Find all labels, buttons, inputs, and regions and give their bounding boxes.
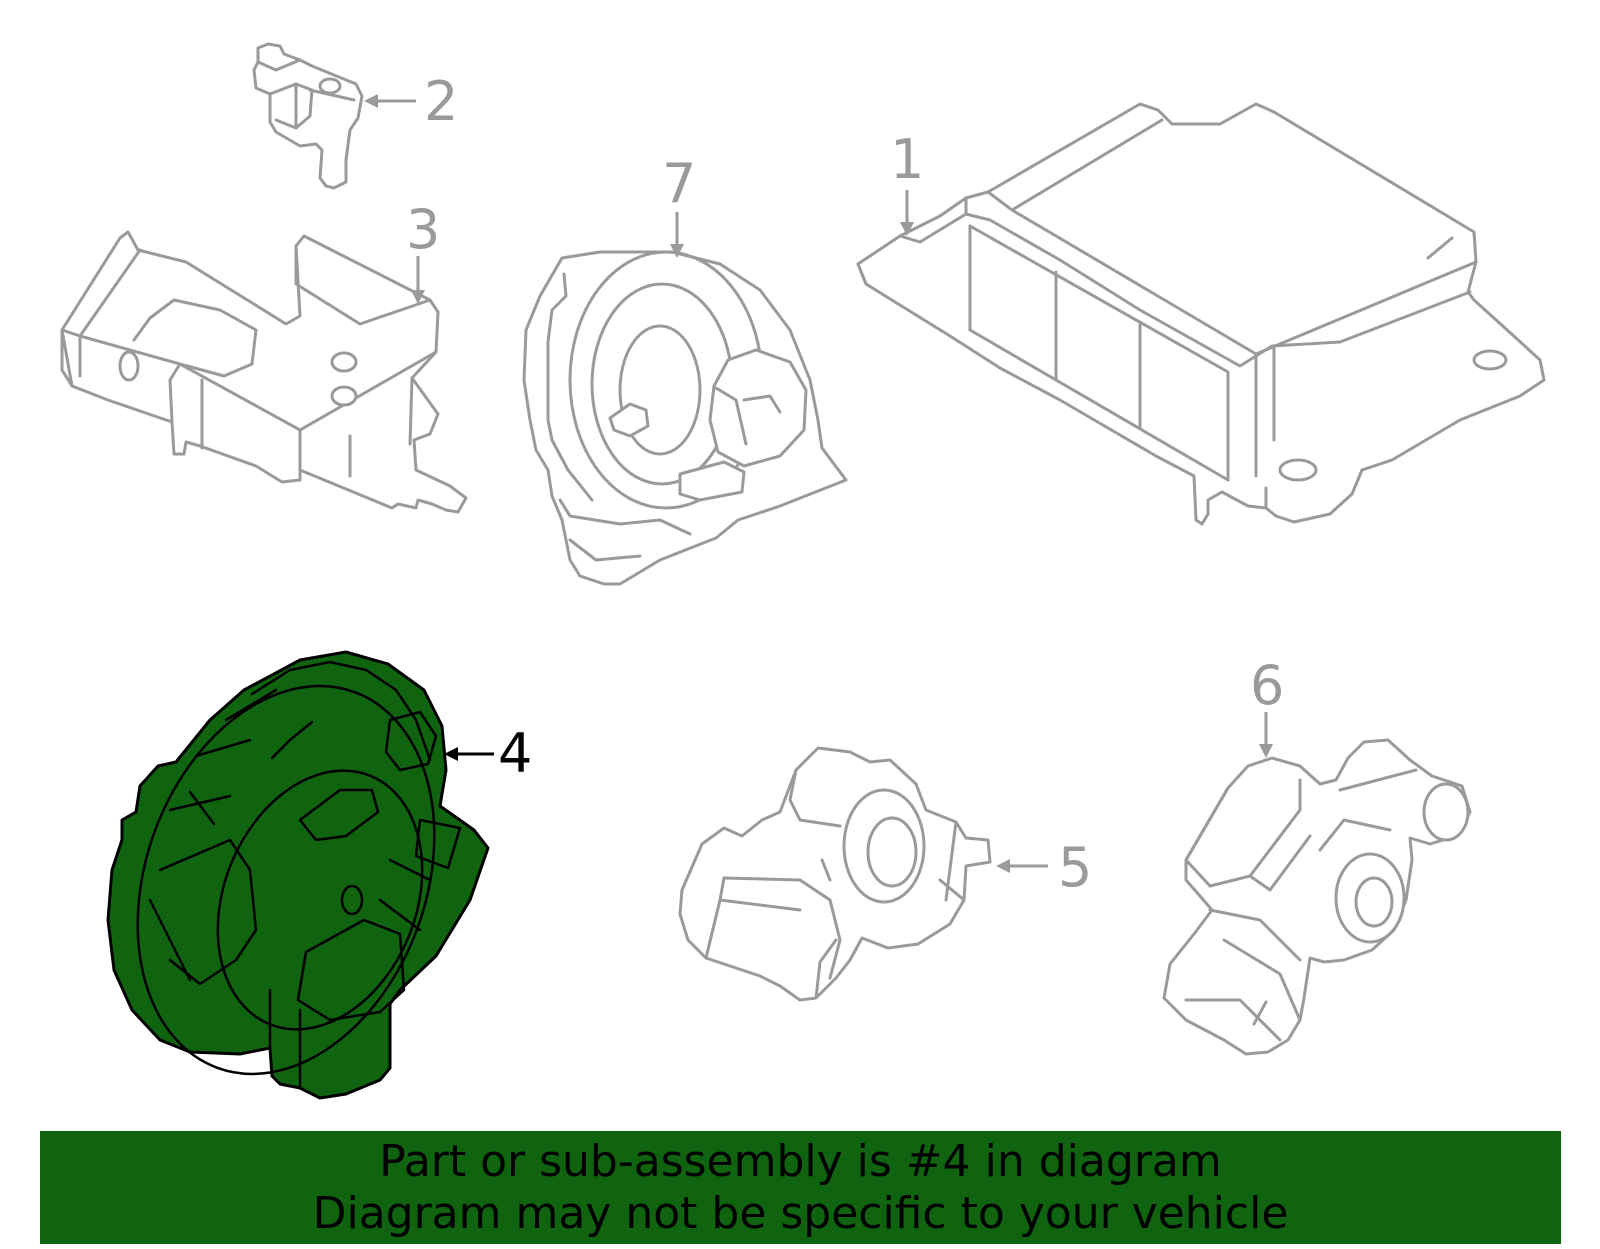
part-3-bracket[interactable] xyxy=(60,230,468,514)
callout-4 xyxy=(444,747,494,761)
part-6-sensor[interactable] xyxy=(1162,738,1472,1056)
part-1-control-module[interactable] xyxy=(856,102,1546,526)
callout-label-5: 5 xyxy=(1058,836,1092,899)
part-2-sensor[interactable] xyxy=(252,42,364,190)
info-banner: Part or sub-assembly is #4 in diagram Di… xyxy=(40,1131,1561,1244)
callout-label-6: 6 xyxy=(1250,654,1284,717)
callout-label-2: 2 xyxy=(424,70,458,133)
banner-line-part-number: Part or sub-assembly is #4 in diagram xyxy=(379,1135,1222,1187)
callout-3 xyxy=(411,256,425,304)
callout-2 xyxy=(364,94,416,108)
callout-1 xyxy=(900,190,914,236)
banner-line-disclaimer: Diagram may not be specific to your vehi… xyxy=(312,1187,1289,1239)
callout-5 xyxy=(996,859,1048,873)
callout-label-3: 3 xyxy=(406,198,440,261)
part-5-sensor[interactable] xyxy=(678,746,992,1002)
callout-6 xyxy=(1259,712,1273,758)
part-4-highlighted[interactable] xyxy=(86,644,490,1116)
part-7-clockspring[interactable] xyxy=(522,250,848,586)
callout-label-4: 4 xyxy=(498,722,532,785)
callout-label-7: 7 xyxy=(662,152,696,215)
callout-label-1: 1 xyxy=(890,128,924,191)
callout-7 xyxy=(670,212,684,258)
